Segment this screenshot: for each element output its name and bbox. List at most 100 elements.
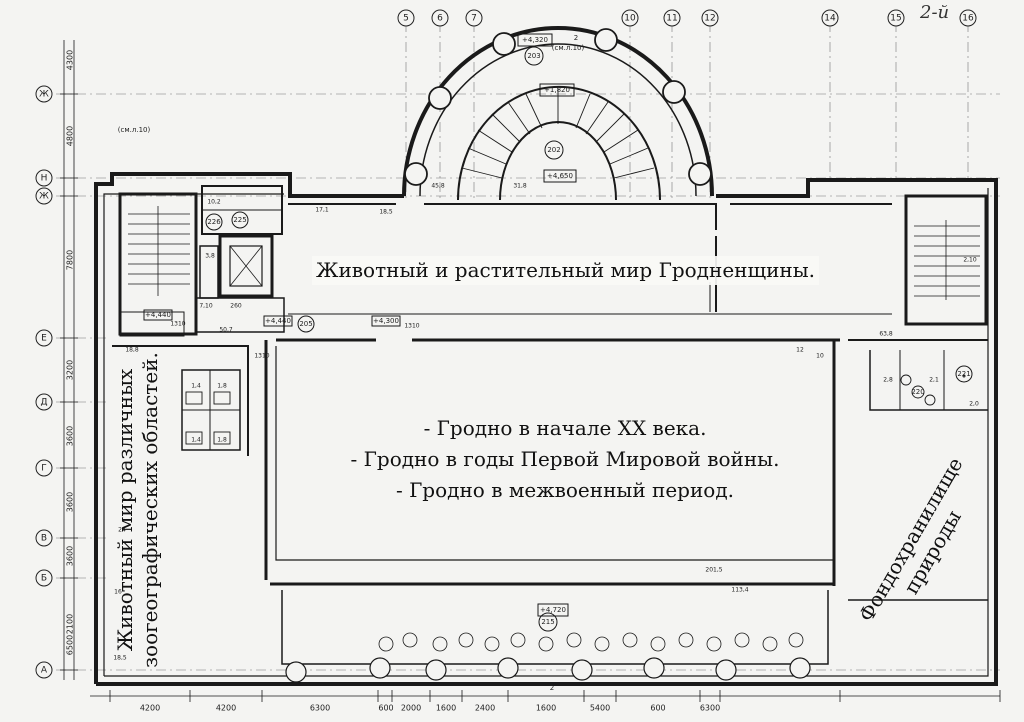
room-number: 203 <box>527 52 540 60</box>
axis-label-top: 15 <box>890 14 901 24</box>
area-mark: 1,8 <box>217 383 227 390</box>
area-mark: 2,0 <box>969 401 979 408</box>
area-mark: 45,8 <box>431 183 445 190</box>
room-number: 205 <box>299 320 312 328</box>
dimension-left: 3600 <box>66 546 75 566</box>
dimension-note: (см.л.10) <box>552 44 585 52</box>
dimension-left: 3200 <box>66 360 75 380</box>
dimension-bottom: 1600 <box>436 704 456 713</box>
axis-label-left: Е <box>41 334 47 344</box>
axis-label-left: Ж <box>39 192 49 202</box>
area-mark: 17,1 <box>315 207 329 214</box>
area-mark: 24 <box>118 527 126 534</box>
area-mark: 260 <box>230 303 242 310</box>
dimension-left: 3600 <box>66 426 75 446</box>
level-mark: +4,720 <box>540 606 566 614</box>
level-mark: +4,650 <box>547 172 573 180</box>
axis-label-top: 5 <box>403 14 409 24</box>
axis-label-top: 12 <box>704 14 715 24</box>
dimension-bottom: 600 <box>650 704 665 713</box>
area-mark: 2,8 <box>883 377 893 384</box>
axis-bubble <box>701 9 719 27</box>
dimension-bottom: 4200 <box>216 704 236 713</box>
dimension-bottom: 600 <box>378 704 393 713</box>
axis-bubble <box>959 9 977 27</box>
room-number: 226 <box>207 218 221 226</box>
area-mark: 1,4 <box>191 437 201 444</box>
area-mark: 2,10 <box>963 257 977 264</box>
dimension-notes: (см.л.10) (см.л.10) 2 2 <box>118 34 585 692</box>
area-mark: 18,8 <box>125 347 139 354</box>
room-label-zoogeography: Животный мир различных зоогеографических… <box>113 352 163 668</box>
area-mark: 10 <box>816 353 824 360</box>
axis-bubble <box>35 169 53 187</box>
dimension-left: 3600 <box>66 492 75 512</box>
level-mark: +4,440 <box>265 317 291 325</box>
area-mark: 18,5 <box>379 209 393 216</box>
axis-bubble <box>663 9 681 27</box>
room-label-grodno-periods: - Гродно в начале XX века. - Гродно в го… <box>300 416 830 509</box>
axis-label-left: А <box>41 666 48 676</box>
area-mark: 201,5 <box>705 567 722 574</box>
dimension-bottom: 4200 <box>140 704 160 713</box>
area-mark: 1310 <box>170 321 185 328</box>
axis-bubble <box>35 329 53 347</box>
area-mark: 50,7 <box>219 327 233 334</box>
axis-bubble <box>431 9 449 27</box>
axis-label-top: 7 <box>471 14 477 24</box>
axis-label-top: 10 <box>624 14 636 24</box>
room-number: 202 <box>547 146 560 154</box>
dimension-note: 2 <box>550 684 554 692</box>
area-mark: 10,2 <box>207 199 221 206</box>
dimension-left: 6500 <box>66 635 75 655</box>
level-mark: +4,320 <box>522 36 548 44</box>
axis-label-left: Н <box>41 174 48 184</box>
zoo-line-1: Животный мир различных <box>113 368 137 652</box>
axis-bubble <box>35 85 53 103</box>
level-mark: +4,300 <box>373 317 399 325</box>
dimension-bottom: 6300 <box>310 704 330 713</box>
axis-label-top: 11 <box>666 14 677 24</box>
axis-bubble <box>35 569 53 587</box>
axis-label-left: Д <box>40 398 47 408</box>
area-mark: 16 <box>114 589 122 596</box>
axis-label-left: Г <box>41 464 47 474</box>
axis-bubble <box>397 9 415 27</box>
axis-label-left: В <box>41 534 47 544</box>
axis-label-left: Ж <box>39 90 49 100</box>
level-mark: +4,440 <box>145 311 171 319</box>
area-mark: 7,10 <box>199 303 213 310</box>
dimension-bottom: 6300 <box>700 704 720 713</box>
level-mark: +1,820 <box>544 86 570 94</box>
axis-bubble <box>35 529 53 547</box>
axis-label-top: 14 <box>824 14 836 24</box>
room-number: 225 <box>233 216 246 224</box>
dimension-note: 2 <box>574 34 578 42</box>
area-mark: 1310 <box>404 323 419 330</box>
axis-bubble <box>35 393 53 411</box>
period-item: - Гродно в начале XX века. <box>423 416 707 440</box>
axis-bubble <box>887 9 905 27</box>
area-mark: 18,5 <box>113 655 127 662</box>
room-number: 221 <box>957 370 970 378</box>
dimension-bottom: 1600 <box>536 704 556 713</box>
dimension-note: (см.л.10) <box>118 126 151 134</box>
area-mark: 1,8 <box>217 437 227 444</box>
dimension-bottom: 5400 <box>590 704 610 713</box>
dimension-left: 7800 <box>66 250 75 270</box>
area-mark: 63,8 <box>879 331 893 338</box>
axis-bubble <box>35 187 53 205</box>
dimension-left: 4300 <box>66 50 75 70</box>
period-item: - Гродно в межвоенный период. <box>395 478 735 502</box>
level-marks: +4,320 +1,820 +4,650 +4,440 +4,440 +4,300 +4,7… <box>145 36 573 614</box>
area-mark: 12 <box>796 347 804 354</box>
dimension-bottom: 2400 <box>475 704 495 713</box>
area-mark: 1310 <box>254 353 269 360</box>
area-mark: 1,4 <box>191 383 201 390</box>
room-number: 220 <box>911 388 924 396</box>
